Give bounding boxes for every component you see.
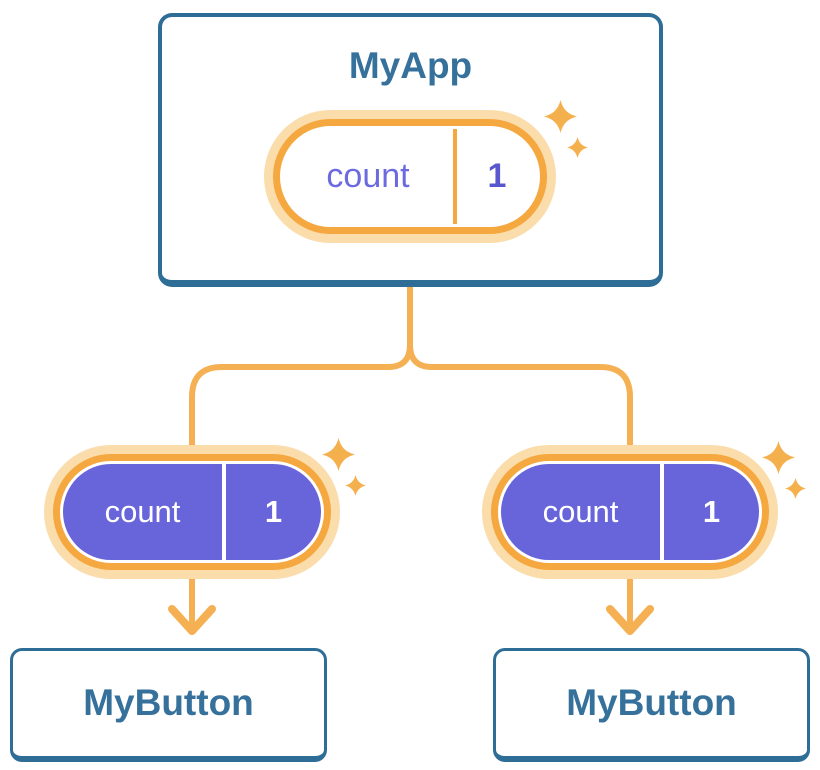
state-pill-ring: count 1 (491, 454, 769, 570)
state-pill-right-child: count 1 (482, 445, 778, 579)
sparkle-icon (544, 100, 588, 158)
state-pill-body: count 1 (63, 464, 321, 560)
state-value: 1 (487, 157, 507, 195)
state-label: count (542, 494, 619, 529)
state-pill-body: count 1 (283, 129, 537, 224)
state-pill-body: count 1 (501, 464, 759, 560)
state-pill-glow: count 1 (264, 110, 556, 243)
arrow-down-icon (168, 605, 216, 635)
connector-right-branch (407, 287, 633, 630)
node-mybutton-right-title: MyButton (566, 682, 737, 724)
state-pill-ring: count 1 (53, 454, 331, 570)
state-label: count (326, 157, 410, 195)
state-value: 1 (264, 494, 283, 529)
node-mybutton-left-title: MyButton (83, 682, 254, 724)
node-mybutton-left: MyButton (10, 648, 327, 762)
state-pill-divider (453, 129, 457, 224)
sparkle-icon (762, 441, 806, 499)
node-mybutton-right: MyButton (493, 648, 810, 762)
arrow-down-icon (606, 605, 654, 635)
state-label: count (104, 494, 181, 529)
state-pill-divider (222, 464, 226, 560)
state-pill-glow: count 1 (44, 445, 340, 579)
state-pill-divider (660, 464, 664, 560)
state-pill-ring: count 1 (273, 119, 547, 234)
state-value: 1 (702, 494, 721, 529)
state-pill-left-child: count 1 (44, 445, 340, 579)
sparkle-icon (322, 438, 366, 496)
state-pill-glow: count 1 (482, 445, 778, 579)
node-myapp-title: MyApp (348, 45, 473, 86)
state-pill-root: count 1 (264, 110, 556, 243)
